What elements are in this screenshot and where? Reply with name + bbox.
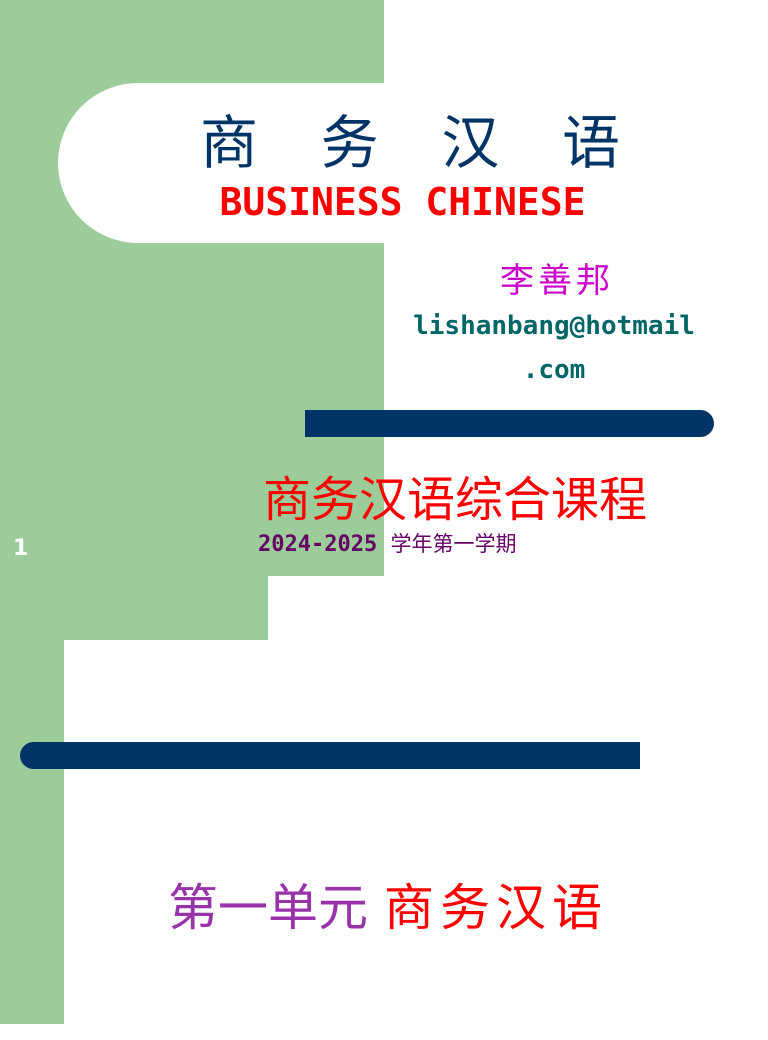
page-number: 1: [13, 536, 29, 561]
title-char: 汉: [441, 109, 500, 177]
footer-char: 商: [384, 879, 434, 937]
title-char: 语: [561, 109, 620, 177]
green-background-step: [0, 576, 268, 640]
author-email[interactable]: lishanbang@hotmail .com: [385, 304, 723, 392]
author-char: 善: [538, 261, 572, 301]
footer-right-text: 商 务 汉 语: [384, 868, 602, 940]
footer-left-text: 第一单元: [168, 879, 368, 937]
title-char: 务: [320, 109, 379, 177]
footer-char: 语: [552, 879, 602, 937]
author-char: 李: [500, 261, 534, 301]
author-char: 邦: [576, 261, 610, 301]
term-year: 2024-2025: [258, 532, 378, 557]
title-pill-shape: [58, 83, 768, 243]
email-line-2: .com: [522, 355, 586, 385]
title-chinese: 商 务 汉 语: [200, 96, 620, 180]
footer-char: 汉: [496, 879, 546, 937]
author-name: 李 善 邦: [500, 253, 610, 302]
navy-bar-bottom: [20, 742, 640, 769]
navy-bar-top: [305, 410, 714, 437]
term-line: 2024-2025 学年第一学期: [258, 528, 516, 558]
green-background-strip: [0, 640, 64, 1024]
title-english: BUSINESS CHINESE: [219, 180, 586, 224]
footer-char: 务: [440, 879, 490, 937]
course-subtitle: 商务汉语综合课程: [263, 472, 648, 528]
title-char: 商: [200, 109, 259, 177]
term-label: 学年第一学期: [390, 532, 517, 556]
email-line-1: lishanbang@hotmail: [413, 311, 695, 341]
bottom-white-panel: [64, 640, 768, 1040]
